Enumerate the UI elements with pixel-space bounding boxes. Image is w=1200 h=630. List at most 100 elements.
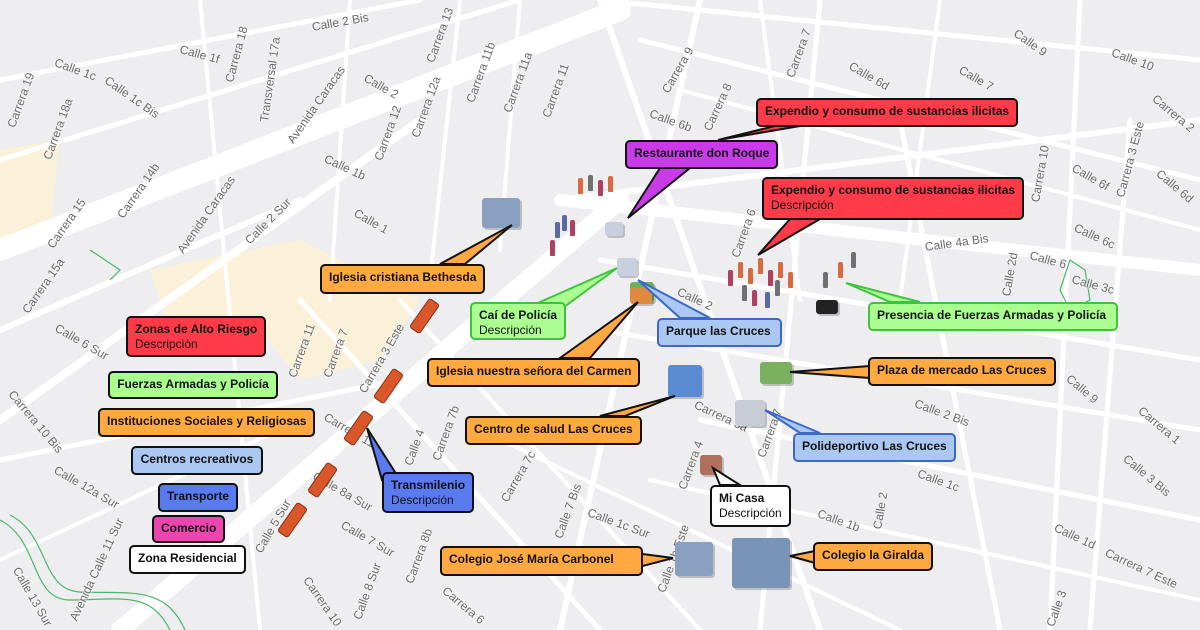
legend-label: Instituciones Sociales y Religiosas — [107, 414, 307, 428]
legend-item: Fuerzas Armadas y Policía — [108, 371, 278, 399]
person-icon — [598, 180, 603, 196]
person-icon — [851, 252, 856, 268]
road — [478, 428, 902, 630]
road — [554, 194, 1200, 276]
map-callout[interactable]: Colegio la Giralda — [813, 542, 934, 571]
callout-title: Caí de Policía — [479, 308, 558, 322]
road — [557, 0, 703, 630]
person-icon — [550, 240, 555, 256]
road — [0, 116, 424, 424]
person-icon — [608, 176, 613, 192]
callout-title: Mi Casa — [719, 491, 765, 505]
person-icon — [555, 222, 560, 238]
school-icon — [675, 542, 713, 576]
map-callout[interactable]: Polideportivo Las Cruces — [793, 433, 956, 462]
person-icon — [562, 215, 567, 231]
road — [758, 0, 802, 302]
callout-title: Polideportivo Las Cruces — [802, 439, 947, 453]
callout-tail — [764, 409, 821, 434]
map-callout[interactable]: Presencia de Fuerzas Armadas y Policía — [868, 302, 1118, 331]
legend-label: Comercio — [161, 521, 217, 535]
callout-description: Descripción — [771, 198, 834, 212]
market-icon — [760, 362, 792, 384]
school-icon — [732, 538, 790, 588]
callout-tail — [789, 364, 871, 380]
person-icon — [742, 285, 747, 301]
map-callout[interactable]: Expendio y consumo de sustancias ilicita… — [756, 98, 1019, 127]
road — [328, 0, 352, 302]
callout-title: Presencia de Fuerzas Armadas y Policía — [877, 308, 1107, 322]
callout-title: Expendio y consumo de sustancias ilicita… — [771, 183, 1016, 197]
road — [898, 0, 942, 302]
callout-tail — [845, 282, 921, 303]
map-callout[interactable]: Iglesia cristiana Bethesda — [320, 264, 486, 294]
person-icon — [748, 268, 753, 284]
road — [0, 418, 302, 562]
callout-title: Colegio José María Carbonel — [449, 552, 614, 566]
person-icon — [728, 270, 733, 286]
person-icon — [775, 280, 780, 296]
church-icon — [630, 288, 652, 304]
callout-tail — [599, 395, 676, 417]
police-car-icon — [816, 300, 838, 314]
road — [1087, 117, 1133, 630]
callout-title: Restaurante don Roque — [634, 146, 770, 160]
police-station-icon — [617, 258, 637, 276]
church-icon — [482, 198, 520, 228]
callout-tail — [627, 167, 693, 219]
map-callout[interactable]: Plaza de mercado Las Cruces — [868, 357, 1056, 386]
callout-description: Descripción — [479, 323, 542, 337]
callout-title: Plaza de mercado Las Cruces — [877, 363, 1047, 377]
callout-tail — [789, 549, 816, 565]
legend-item: Transporte — [158, 483, 239, 512]
road — [597, 0, 1200, 63]
person-icon — [752, 290, 757, 306]
map-callout[interactable]: Restaurante don Roque — [625, 140, 779, 169]
map-callout[interactable]: Iglesia nuestra señora del Carmen — [427, 358, 641, 387]
person-icon — [758, 258, 763, 274]
callout-title: Parque las Cruces — [666, 324, 771, 338]
legend-label: Centros recreativos — [140, 452, 254, 466]
person-icon — [823, 272, 828, 288]
map-callout[interactable]: Parque las Cruces — [657, 318, 782, 347]
callout-title: Centro de salud Las Cruces — [474, 422, 633, 436]
legend-item: Centros recreativos — [131, 446, 263, 475]
callout-tail — [757, 218, 824, 256]
person-icon — [570, 220, 575, 236]
legend-item: Zona Residencial — [129, 545, 246, 574]
person-icon — [838, 262, 843, 278]
callout-title: Iglesia nuestra señora del Carmen — [436, 364, 632, 378]
callout-tail — [439, 224, 513, 265]
callout-tail — [717, 125, 801, 141]
legend-item: Comercio — [152, 515, 226, 543]
callout-description: Descripción — [719, 506, 782, 520]
restaurant-icon — [605, 222, 623, 236]
callout-tail — [637, 279, 711, 319]
sports-center-icon — [735, 400, 765, 426]
legend-description: Descripción — [135, 337, 198, 351]
callout-title: Expendio y consumo de sustancias ilicita… — [765, 104, 1010, 118]
road — [0, 0, 523, 163]
callout-title: Transmilenio — [391, 478, 466, 492]
callout-tail — [710, 465, 744, 486]
person-icon — [738, 262, 743, 278]
person-icon — [768, 270, 773, 286]
hospital-icon — [668, 365, 702, 397]
callout-title: Iglesia cristiana Bethesda — [329, 270, 477, 284]
person-icon — [588, 175, 593, 191]
callout-title: Colegio la Giralda — [822, 548, 925, 562]
legend-label: Zona Residencial — [138, 551, 237, 565]
map-callout[interactable]: Colegio José María Carbonel — [440, 546, 643, 576]
person-icon — [788, 272, 793, 288]
legend-item: Instituciones Sociales y Religiosas — [98, 408, 316, 437]
road — [697, 417, 1200, 523]
person-icon — [578, 178, 583, 194]
map-callout[interactable]: Expendio y consumo de sustancias ilicita… — [762, 177, 1025, 220]
road — [428, 0, 462, 282]
callout-tail — [556, 301, 639, 359]
map-callout[interactable]: Centro de salud Las Cruces — [465, 416, 642, 445]
